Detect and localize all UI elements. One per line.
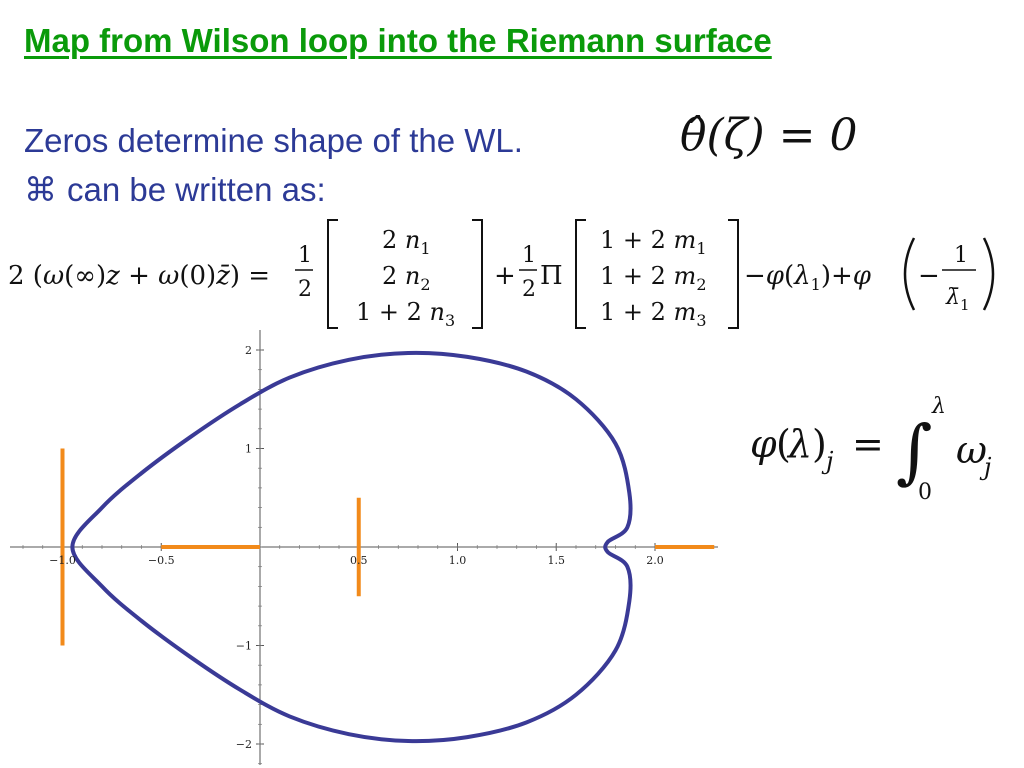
svg-text:0: 0 (918, 480, 932, 505)
x-tick-label: −0.5 (148, 554, 175, 567)
svg-text:1 + 2 m3: 1 + 2 m3 (600, 298, 707, 330)
theta-equation: θ̂(ζ) = 0 (680, 110, 858, 161)
svg-text:2 (ω(∞)z + ω(0)z̄) =: 2 (ω(∞)z + ω(0)z̄) = (8, 261, 270, 291)
x-tick-label: 1.0 (449, 554, 467, 567)
svg-text:λ: λ (786, 422, 812, 466)
svg-text:1: 1 (954, 243, 968, 268)
text-line-written: ⌘ can be written as: (24, 170, 326, 209)
svg-text:2 n1: 2 n1 (382, 226, 431, 258)
text-line-written-label: can be written as: (67, 171, 326, 208)
svg-text:2: 2 (298, 277, 312, 302)
plot-axes (10, 330, 718, 765)
svg-text:φ: φ (750, 422, 777, 466)
wilson-loop-curve-group (70, 350, 633, 744)
bullet-icon: ⌘ (24, 171, 57, 208)
wilson-loop-plot: −1.0 −0.5 0.5 1.0 1.5 2.0 2 1 −1 −2 (10, 330, 718, 765)
y-tick-label: 2 (245, 344, 252, 357)
svg-text:1: 1 (522, 243, 536, 268)
wilson-loop-curve (70, 350, 633, 744)
x-tick-label: 1.5 (548, 554, 566, 567)
svg-text:λ̄: λ̄ (945, 285, 960, 310)
x-tick-label: 0.5 (350, 554, 368, 567)
y-tick-label: 1 (245, 443, 252, 456)
svg-text:2 n2: 2 n2 (382, 262, 431, 294)
svg-text:−φ(λ1)+φ: −φ(λ1)+φ (744, 261, 872, 294)
svg-text:1: 1 (298, 243, 312, 268)
x-tick-label: −1.0 (49, 554, 76, 567)
text-line-zeros: Zeros determine shape of the WL. (24, 122, 523, 159)
svg-text:ω: ω (956, 428, 987, 472)
svg-text:1 + 2 n3: 1 + 2 n3 (356, 298, 455, 330)
phi-equation: φ ( λ ) j = ∫ λ 0 ω j (750, 394, 1010, 525)
svg-text:+: + (494, 261, 516, 291)
svg-text:∫: ∫ (896, 410, 932, 492)
main-equation: 2 (ω(∞)z + ω(0)z̄) = 1 2 2 n1 2 n2 1 + 2… (8, 219, 995, 330)
svg-text:1: 1 (960, 296, 970, 314)
branch-cuts (60, 448, 715, 646)
svg-text:λ: λ (931, 395, 946, 419)
y-tick-label: −2 (236, 738, 252, 751)
svg-text:1 + 2 m2: 1 + 2 m2 (600, 262, 707, 294)
svg-text:1 + 2 m1: 1 + 2 m1 (600, 226, 707, 258)
phi-equation-graphic: φ ( λ ) j = ∫ λ 0 ω j (750, 394, 992, 505)
svg-text:Π: Π (540, 261, 563, 291)
tick-labels: −1.0 −0.5 0.5 1.0 1.5 2.0 2 1 −1 −2 (49, 344, 664, 751)
svg-text:−: − (918, 261, 940, 291)
slide-title: Map from Wilson loop into the Riemann su… (24, 22, 772, 59)
svg-text:): ) (812, 422, 827, 466)
y-tick-label: −1 (236, 640, 252, 653)
svg-text:2: 2 (522, 277, 536, 302)
svg-text:=: = (852, 422, 884, 466)
x-tick-label: 2.0 (646, 554, 664, 567)
svg-text:(: ( (776, 422, 791, 466)
